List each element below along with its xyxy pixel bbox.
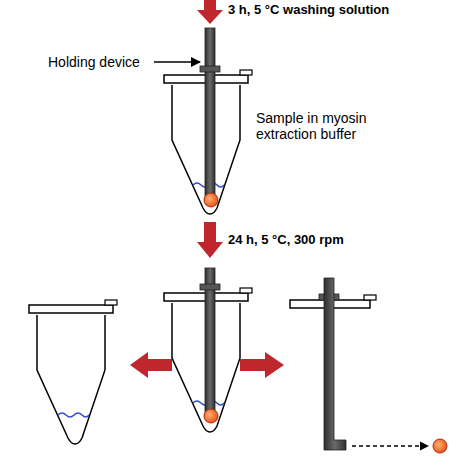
annotation-label: Sample in myosin extraction buffer	[256, 110, 384, 142]
leader-arrow	[154, 61, 200, 63]
process-arrow	[240, 352, 284, 378]
process-arrow	[130, 352, 172, 378]
detached-device	[290, 278, 447, 453]
step-label: 3 h, 5 °C washing solution	[228, 3, 389, 18]
tube	[29, 300, 117, 444]
process-arrow	[197, 0, 223, 24]
step-label: 24 h, 5 °C, 300 rpm	[228, 233, 344, 248]
process-arrow	[197, 222, 223, 258]
tube-with-device	[164, 28, 252, 214]
sample	[204, 409, 218, 423]
part-label: Holding device	[48, 54, 140, 70]
